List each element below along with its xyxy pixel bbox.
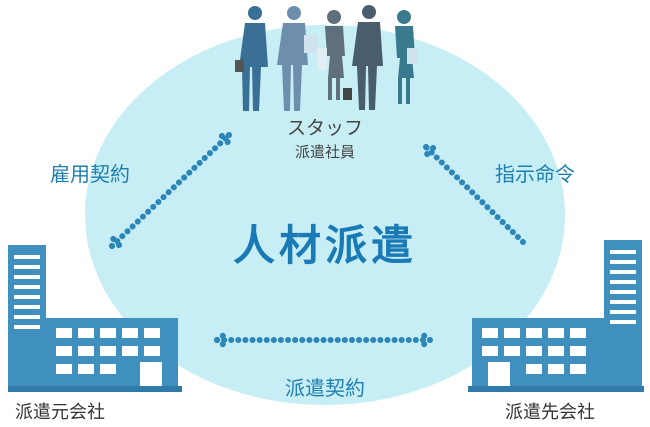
employment-contract-label: 雇用契約 bbox=[50, 162, 130, 186]
person-icon bbox=[277, 6, 318, 111]
employment-double-arrow-icon bbox=[109, 132, 232, 249]
center-title: 人材派遣 bbox=[232, 221, 417, 270]
client-company-label: 派遣先会社 bbox=[505, 402, 595, 423]
office-building-icon bbox=[468, 240, 644, 392]
person-icon bbox=[235, 6, 268, 111]
instruction-command-label: 指示命令 bbox=[495, 162, 575, 186]
staff-label: スタッフ bbox=[286, 117, 363, 139]
background-circle bbox=[85, 25, 565, 405]
person-icon bbox=[317, 10, 352, 100]
staff-sublabel: 派遣社員 bbox=[294, 143, 355, 161]
people-group-icon bbox=[235, 5, 417, 111]
person-icon bbox=[352, 5, 383, 110]
origin-company-label: 派遣元会社 bbox=[15, 402, 105, 423]
dispatch-contract-label: 派遣契約 bbox=[285, 376, 365, 400]
arrows-layer bbox=[109, 132, 526, 352]
dispatch-double-arrow-icon bbox=[214, 328, 433, 352]
office-building-icon bbox=[8, 245, 182, 392]
instruction-arrow-icon bbox=[423, 144, 526, 245]
person-icon bbox=[395, 10, 417, 104]
